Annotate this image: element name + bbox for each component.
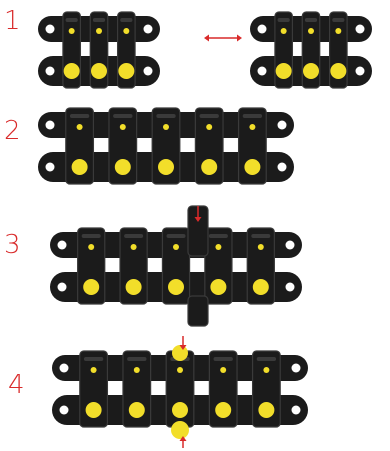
yellow-pin-icon <box>249 124 255 130</box>
red-arrow-icon <box>237 35 242 42</box>
yellow-pin-icon <box>131 244 137 250</box>
inserted-link-bottom <box>188 296 208 326</box>
yellow-pin-icon <box>123 28 129 34</box>
yellow-pin-icon <box>258 244 264 250</box>
end-hole <box>58 241 67 250</box>
link-slot <box>200 114 219 118</box>
link-slot <box>156 114 175 118</box>
yellow-pin-icon <box>163 124 169 130</box>
end-hole <box>286 241 295 250</box>
end-hole <box>292 364 301 373</box>
yellow-pin-icon <box>64 63 80 79</box>
yellow-pin-icon <box>263 367 269 373</box>
yellow-pin-icon <box>281 28 287 34</box>
step3-segment <box>50 228 302 304</box>
yellow-pin-icon <box>115 159 131 175</box>
end-hole <box>258 67 267 76</box>
end-hole <box>46 25 55 34</box>
yellow-pin-icon <box>201 159 217 175</box>
link-slot <box>84 357 103 361</box>
yellow-pin-icon <box>126 279 142 295</box>
yellow-pin-icon <box>206 124 212 130</box>
yellow-pin-icon <box>330 63 346 79</box>
yellow-pin-icon <box>77 124 83 130</box>
step2-joined-segment <box>38 108 294 184</box>
link-slot <box>82 234 101 238</box>
link-slot <box>167 234 186 238</box>
yellow-pin-icon <box>172 402 188 418</box>
yellow-pin-icon <box>210 279 226 295</box>
link-slot <box>209 234 228 238</box>
yellow-pin-icon <box>215 244 221 250</box>
link-slot <box>251 234 270 238</box>
end-hole <box>58 283 67 292</box>
link-slot <box>113 114 132 118</box>
end-hole <box>46 67 55 76</box>
link-slot <box>93 18 105 22</box>
yellow-pin-icon <box>303 63 319 79</box>
link-slot <box>257 357 276 361</box>
yellow-pin-icon <box>308 28 314 34</box>
end-hole <box>46 121 55 130</box>
end-hole <box>60 364 69 373</box>
yellow-pin-icon <box>86 402 102 418</box>
link-slot <box>70 114 89 118</box>
link-slot <box>127 357 146 361</box>
link-slot <box>124 234 143 238</box>
yellow-pin-icon <box>244 159 260 175</box>
yellow-pin-icon <box>120 124 126 130</box>
yellow-pin-icon <box>69 28 75 34</box>
red-arrow-icon <box>204 35 209 42</box>
yellow-pin-icon <box>258 402 274 418</box>
link-slot <box>278 18 290 22</box>
end-hole <box>46 163 55 172</box>
link-slot <box>214 357 233 361</box>
end-hole <box>286 283 295 292</box>
end-hole <box>144 25 153 34</box>
end-hole <box>144 67 153 76</box>
yellow-pin-icon <box>177 367 183 373</box>
link-slot <box>332 18 344 22</box>
link-slot <box>243 114 262 118</box>
end-hole <box>278 163 287 172</box>
end-hole <box>292 406 301 415</box>
step1-left-segment <box>38 12 160 88</box>
end-hole <box>356 67 365 76</box>
yellow-pin-icon <box>220 367 226 373</box>
yellow-pin-icon <box>91 63 107 79</box>
yellow-pin-icon <box>215 402 231 418</box>
yellow-pin-icon <box>172 345 188 361</box>
yellow-pin-icon <box>129 402 145 418</box>
step1-right-segment <box>250 12 372 88</box>
yellow-pin-icon <box>173 244 179 250</box>
yellow-pin-icon <box>276 63 292 79</box>
yellow-pin-icon <box>134 367 140 373</box>
yellow-pin-icon <box>335 28 341 34</box>
yellow-pin-icon <box>253 279 269 295</box>
end-hole <box>356 25 365 34</box>
yellow-pin-icon <box>72 159 88 175</box>
yellow-pin-icon <box>83 279 99 295</box>
step4-segment <box>52 351 308 427</box>
yellow-pin-icon <box>88 244 94 250</box>
end-hole <box>258 25 267 34</box>
yellow-pin-icon <box>158 159 174 175</box>
yellow-pin-icon <box>91 367 97 373</box>
link-slot <box>305 18 317 22</box>
yellow-pin-icon <box>168 279 184 295</box>
yellow-pin-icon <box>96 28 102 34</box>
end-hole <box>60 406 69 415</box>
link-slot <box>120 18 132 22</box>
link-slot <box>66 18 78 22</box>
end-hole <box>278 121 287 130</box>
yellow-pin-icon <box>171 421 189 439</box>
yellow-pin-icon <box>118 63 134 79</box>
